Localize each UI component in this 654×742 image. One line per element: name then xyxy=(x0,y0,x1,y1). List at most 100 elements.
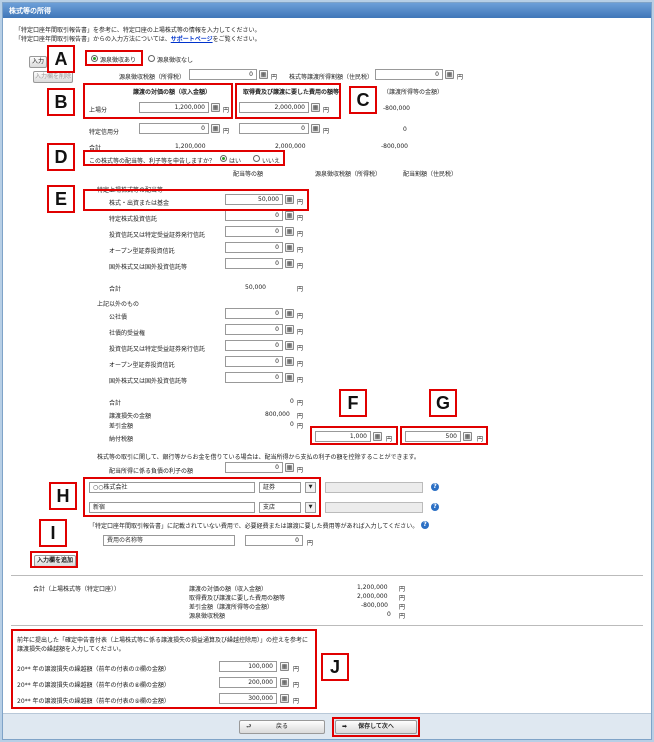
branch-name-input[interactable]: 新宿 xyxy=(89,502,255,513)
listed-cost-input[interactable]: 2,000,000 xyxy=(239,102,309,113)
broker-name-input[interactable]: ○○株式会社 xyxy=(89,482,255,493)
calculator-icon[interactable]: ▦ xyxy=(463,432,472,441)
marker-c: C xyxy=(349,86,377,114)
dividend-row-label: 国外株式又は国外投資信託等 xyxy=(109,264,188,271)
transfer-cost-header: 取得費及び譲渡に要した費用の額等 xyxy=(243,89,340,96)
calculator-icon[interactable]: ▦ xyxy=(285,227,294,236)
calculator-icon[interactable]: ▦ xyxy=(285,463,294,472)
yen-unit: 円 xyxy=(297,231,304,238)
calculator-icon[interactable]: ▦ xyxy=(211,124,220,133)
calculator-icon[interactable]: ▦ xyxy=(280,662,289,671)
calculator-icon[interactable]: ▦ xyxy=(285,341,294,350)
save-next-label: 保存して次へ xyxy=(358,723,394,730)
dividend-row-input[interactable]: 0 xyxy=(225,356,283,367)
calculator-icon[interactable]: ▦ xyxy=(280,694,289,703)
withholding-yes-radio[interactable] xyxy=(91,55,98,62)
calculator-icon[interactable]: ▦ xyxy=(285,243,294,252)
intro-line-2: 「特定口座年間取引報告書」からの入力方法については、サポートページをご覧ください… xyxy=(15,34,261,43)
dividend-row-label: 投資信託又は特定受益証券発行信託 xyxy=(109,346,206,353)
special-cost-input[interactable]: 0 xyxy=(239,123,309,134)
highlight-box-e xyxy=(83,189,309,211)
other-dividends-section: 上記以外のもの xyxy=(97,301,140,308)
withholding-no-radio[interactable] xyxy=(148,55,155,62)
calculator-icon[interactable]: ▦ xyxy=(285,373,294,382)
highlight-box-a xyxy=(85,50,143,66)
summary-row-value: -800,000 xyxy=(361,602,388,609)
calculator-icon[interactable]: ▦ xyxy=(285,259,294,268)
calculator-icon[interactable]: ▦ xyxy=(259,70,268,79)
highlight-box-d xyxy=(83,150,285,166)
dividend-row-input[interactable]: 0 xyxy=(225,226,283,237)
special-income-input[interactable]: 0 xyxy=(139,123,209,134)
interest-input[interactable]: 0 xyxy=(225,462,283,473)
summary-title: 合計（上場株式等（特定口座）） xyxy=(33,586,121,593)
tax-payment-national-input[interactable]: 1,000 xyxy=(315,431,371,442)
calculator-icon[interactable]: ▦ xyxy=(373,432,382,441)
calculator-icon[interactable]: ▦ xyxy=(285,357,294,366)
yen-unit: 円 xyxy=(223,107,230,114)
listed-income-input[interactable]: 1,200,000 xyxy=(139,102,209,113)
yen-unit: 円 xyxy=(323,107,330,114)
chevron-down-icon[interactable]: ▼ xyxy=(305,502,316,513)
back-button[interactable]: ⮐ 戻る xyxy=(239,720,325,734)
dividend-row-label: 投資信託又は特定受益証券発行信託 xyxy=(109,232,206,239)
marker-h: H xyxy=(49,482,77,510)
expense-value-input[interactable]: 0 xyxy=(245,535,303,546)
save-next-button[interactable]: ➡ 保存して次へ xyxy=(335,720,417,734)
summary-row-label: 取得費及び譲渡に要した費用の額等 xyxy=(189,595,286,602)
help-icon[interactable]: ? xyxy=(431,503,439,511)
difference-label: 差引金額 xyxy=(109,423,134,430)
calculator-icon[interactable]: ▦ xyxy=(280,678,289,687)
chevron-down-icon[interactable]: ▼ xyxy=(305,482,316,493)
help-icon[interactable]: ? xyxy=(421,521,429,529)
dividend-row-input[interactable]: 0 xyxy=(225,242,283,253)
broker-type-select[interactable]: 証券 xyxy=(259,482,301,493)
carryover-input[interactable]: 100,000 xyxy=(219,661,277,672)
intro-line-1: 「特定口座年間取引報告書」を参考に、特定口座の上場株式等の情報を入力してください… xyxy=(15,27,261,34)
calculator-icon[interactable]: ▦ xyxy=(445,70,454,79)
calculator-icon[interactable]: ▦ xyxy=(285,309,294,318)
expense-name-input[interactable]: 費用の名称等 xyxy=(103,535,235,546)
dividend-row-input[interactable]: 0 xyxy=(225,210,283,221)
support-page-link[interactable]: サポートページ xyxy=(170,36,213,43)
tax-withheld-national-input[interactable]: 0 xyxy=(189,69,257,80)
summary-row-label: 差引金額（譲渡所得等の金額） xyxy=(189,604,274,611)
dividend-row-input[interactable]: 0 xyxy=(225,308,283,319)
yen-unit: 円 xyxy=(457,74,464,81)
highlight-box-i xyxy=(30,551,78,568)
summary-row-label: 源泉徴収税額 xyxy=(189,613,226,620)
yen-unit: 円 xyxy=(293,682,300,689)
dividend-row-label: 特定株式投資信託 xyxy=(109,216,158,223)
carryover-input[interactable]: 200,000 xyxy=(219,677,277,688)
expense-name-placeholder: 費用の名称等 xyxy=(107,537,144,544)
calculator-icon[interactable]: ▦ xyxy=(211,103,220,112)
yen-unit: 円 xyxy=(399,613,406,620)
calculator-icon[interactable]: ▦ xyxy=(285,211,294,220)
dividend-question-text: この株式等の配当等、利子等を申告しますか？ xyxy=(89,158,216,165)
carryover-input[interactable]: 300,000 xyxy=(219,693,277,704)
branch-type-select[interactable]: 支店 xyxy=(259,502,301,513)
dividend-row-input[interactable]: 0 xyxy=(225,340,283,351)
calculator-icon[interactable]: ▦ xyxy=(311,124,320,133)
dividend-row-input[interactable]: 0 xyxy=(225,372,283,383)
tax-withheld-local-input[interactable]: 0 xyxy=(375,69,443,80)
input-button[interactable]: 入力 xyxy=(29,56,47,68)
dividend-row-input[interactable]: 50,000 xyxy=(225,194,283,205)
highlight-box-b xyxy=(83,83,233,119)
help-icon[interactable]: ? xyxy=(431,483,439,491)
dividend-no-radio[interactable] xyxy=(253,155,260,162)
calculator-icon[interactable]: ▦ xyxy=(311,103,320,112)
dividend-yes-radio[interactable] xyxy=(220,155,227,162)
yen-unit: 円 xyxy=(297,199,304,206)
marker-b: B xyxy=(47,88,75,116)
special-credit-label: 特定信用分 xyxy=(89,129,120,136)
yen-unit: 円 xyxy=(297,329,304,336)
dividend-row-input[interactable]: 0 xyxy=(225,258,283,269)
calculator-icon[interactable]: ▦ xyxy=(285,195,294,204)
tax-payment-label: 納付税額 xyxy=(109,436,134,443)
dividend-row-input[interactable]: 0 xyxy=(225,324,283,335)
arrow-right-icon: ➡ xyxy=(342,723,348,730)
summary-row-value: 0 xyxy=(387,611,391,618)
tax-payment-local-input[interactable]: 500 xyxy=(405,431,461,442)
calculator-icon[interactable]: ▦ xyxy=(285,325,294,334)
